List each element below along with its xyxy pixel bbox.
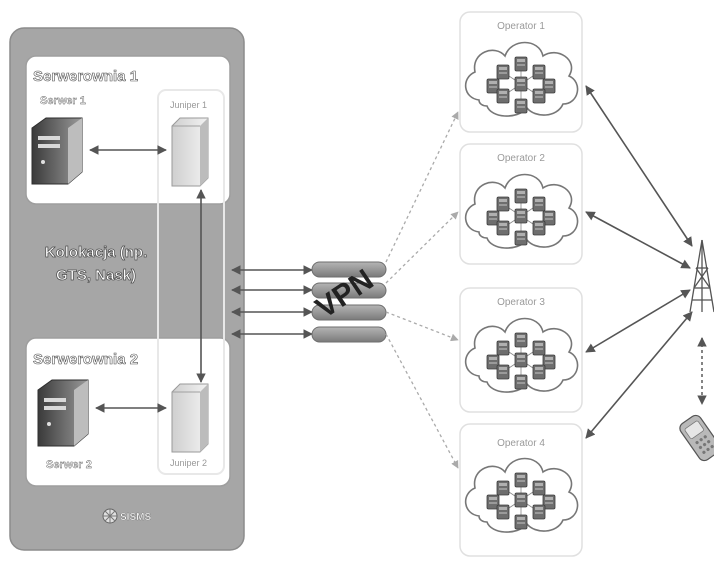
juniper-column: Juniper 1 Juniper 2 <box>157 89 225 475</box>
operator-4-label: Operator 4 <box>497 438 545 449</box>
server-room-1-title: Serwerownia 1 <box>33 68 138 85</box>
cloud-network-icon <box>466 319 578 393</box>
operator-1-label: Operator 1 <box>497 21 545 32</box>
juniper-2-label: Juniper 2 <box>170 458 207 468</box>
tunnel-operator-links <box>385 111 459 469</box>
juniper-router-icon <box>171 383 209 453</box>
operator-1: Operator 1 <box>459 11 583 133</box>
antenna-tower-icon <box>689 239 714 313</box>
sisms-logo-label: SISMS <box>120 512 151 523</box>
juniper-router-icon <box>171 117 209 187</box>
cloud-network-icon <box>466 43 578 117</box>
cloud-network-icon <box>466 175 578 249</box>
mobile-phone-icon <box>679 414 714 462</box>
server-tower-icon <box>37 379 89 447</box>
operator-2-label: Operator 2 <box>497 153 545 164</box>
link-arrows-vpn <box>231 265 313 339</box>
server-room-2-title: Serwerownia 2 <box>33 351 138 368</box>
colocation-label-line1: Kolokacja (np. <box>45 244 148 261</box>
operator-2: Operator 2 <box>459 143 583 265</box>
server-1-label: Serwer 1 <box>40 95 86 107</box>
link-arrows-internal <box>89 145 206 413</box>
operator-3-label: Operator 3 <box>497 297 545 308</box>
colocation-label-line2: GTS, Nask) <box>56 267 136 284</box>
sisms-logo-icon: SISMS <box>102 508 152 524</box>
cloud-network-icon <box>466 459 578 533</box>
server-2-label: Serwer 2 <box>46 459 92 471</box>
vpn-tunnels <box>311 261 387 343</box>
operator-4: Operator 4 <box>459 423 583 557</box>
juniper-1-label: Juniper 1 <box>170 100 207 110</box>
operator-antenna-links <box>585 85 693 439</box>
server-tower-icon <box>31 117 83 185</box>
operator-3: Operator 3 <box>459 287 583 413</box>
